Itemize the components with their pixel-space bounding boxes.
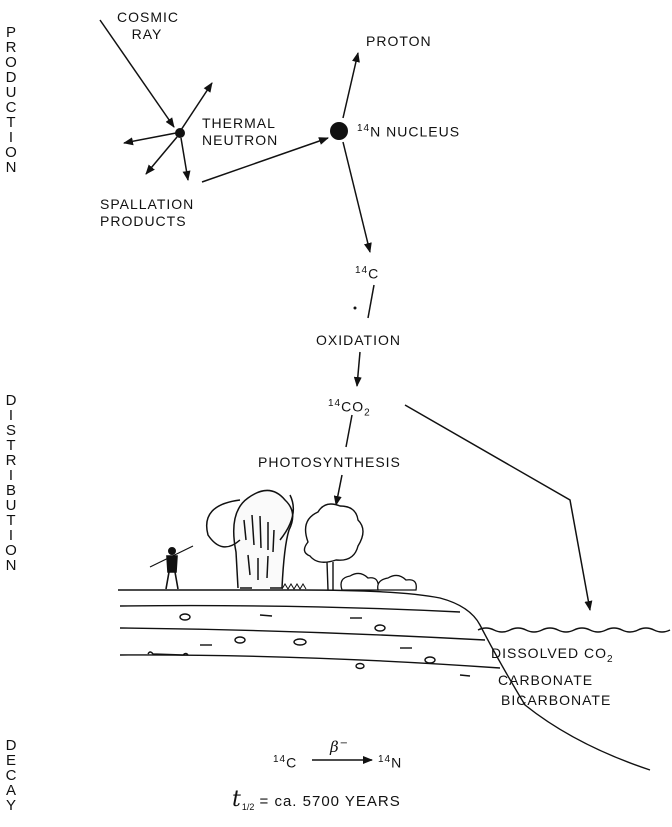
shrubs [340,572,417,591]
co2-photosynthesis-line [345,414,353,448]
mammoth-figure [206,489,295,589]
stone [293,638,307,646]
decay-daughter-label: 14N [378,754,403,771]
c14-arrow [342,141,372,253]
buried-bone [147,651,189,656]
scatter-arrow-up [180,82,213,131]
carbon-dioxide-14-label: 14CO2 [328,398,371,419]
stone [179,613,191,621]
decay-parent-label: 14C [273,754,298,771]
beta-decay-label: β− [330,738,350,756]
nitrogen-nucleus-label: 14N NUCLEUS [357,123,461,140]
carbon-14-label: 14C [355,265,380,282]
scatter-arrow-down [180,137,191,181]
strata-dash [259,614,273,617]
hunter-figure [149,545,194,590]
tree-figure [303,503,364,591]
grass-tufts [281,583,307,590]
ocean-uptake-arrow [404,404,593,611]
proton-arrow [342,52,360,119]
stone [374,624,386,632]
ground-surface [118,589,651,771]
photosynthesis-label: PHOTOSYNTHESIS [258,454,401,470]
stone [355,662,365,670]
cosmic-ray-arrow [99,19,175,128]
strata-line-3 [119,654,501,669]
nitrogen-nucleus-dot [330,122,348,140]
photosynthesis-arrow [333,474,343,506]
strata-line-2 [119,627,486,641]
ocean-carbon-label: DISSOLVED CO2 CARBONATE BICARBONATE [491,645,614,708]
c14-oxidation-line [367,284,375,319]
strata-dash [459,674,471,677]
oxidation-arrow [353,351,362,387]
stone [424,656,436,664]
stray-dot [353,306,357,310]
ocean-surface [477,627,671,633]
oxidation-label: OXIDATION [316,332,401,348]
scatter-arrow-left [123,132,177,146]
proton-label: PROTON [366,33,432,49]
strata-line-1 [119,604,461,613]
stone [234,636,246,644]
scatter-arrow-down-left [145,136,178,175]
neutron-capture-arrow [201,137,329,183]
half-life-label: t1/2 = ca. 5700 YEARS [232,787,401,812]
thermal-neutron-dot [175,128,185,138]
